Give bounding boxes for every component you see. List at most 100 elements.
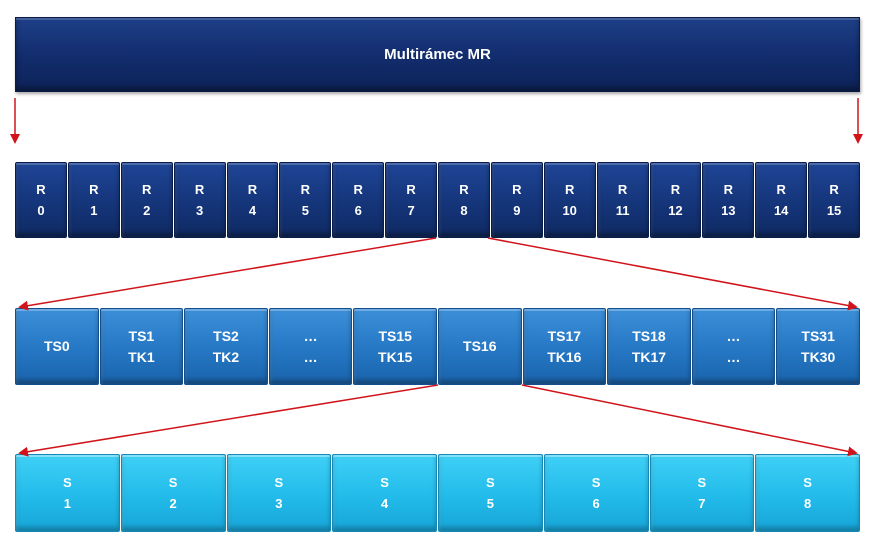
s-slot-label-bottom: 4: [381, 496, 389, 511]
s-slot-label-top: S: [380, 475, 389, 490]
r-frame-11: R 11: [596, 162, 649, 238]
time-slot-label-bottom: TK16: [547, 348, 582, 365]
r-frame-label-top: R: [776, 182, 786, 197]
r-frame-label-top: R: [829, 182, 839, 197]
r-frame-10: R 10: [543, 162, 596, 238]
r-frame-label-bottom: 9: [513, 203, 521, 218]
s-slot-label-bottom: 2: [169, 496, 177, 511]
r-frame-label-top: R: [300, 182, 310, 197]
s-slot-label-top: S: [168, 475, 178, 490]
time-slot-label-top: TS0: [43, 338, 70, 354]
r-frame-label-bottom: 12: [668, 203, 683, 218]
s-slot-label-bottom: 8: [804, 496, 812, 511]
time-slot-label-top: TS17: [547, 327, 582, 344]
r-frame-label-top: R: [36, 182, 46, 197]
time-slot-5: TS16: [437, 308, 522, 385]
s-slot-label-bottom: 3: [275, 496, 283, 511]
s-slot-label-top: S: [63, 475, 72, 490]
time-slot-label-bottom: TK30: [801, 348, 836, 365]
r-frame-13: R 13: [702, 162, 755, 238]
s-slot-label-top: S: [591, 475, 601, 490]
time-slot-label-top: …: [303, 327, 318, 344]
r-frame-label-bottom: 10: [562, 203, 577, 218]
time-slot-label-top: TS16: [463, 338, 497, 354]
time-slot-label-top: TS15: [378, 327, 412, 344]
r-frame-label-top: R: [723, 182, 733, 197]
time-slot-label-top: TS2: [213, 327, 239, 344]
r-frame-label-top: R: [512, 182, 522, 197]
s-slot-label-bottom: 5: [486, 496, 494, 511]
r-frame-label-top: R: [670, 182, 681, 197]
r-frame-label-bottom: 1: [90, 203, 98, 218]
time-slot-0: TS0: [15, 308, 99, 385]
arrow-ts16-to-s-left: [18, 384, 439, 457]
r-frame-label-bottom: 0: [37, 203, 45, 218]
s-slot-label-top: S: [486, 475, 495, 490]
time-slot-label-top: …: [726, 327, 741, 344]
r-frame-label-top: R: [141, 182, 152, 197]
s-slot-label-top: S: [274, 475, 284, 490]
r-frame-label-bottom: 2: [143, 203, 151, 218]
time-slot-label-bottom: TK2: [212, 348, 240, 365]
arrow-r8-to-ts-left: [18, 237, 437, 311]
r-frame-label-bottom: 7: [407, 203, 415, 218]
r-frame-label-top: R: [194, 182, 205, 197]
r-frame-label-top: R: [459, 182, 469, 197]
multiframe-bar: Multirámec MR: [15, 17, 860, 92]
r-frame-label-top: R: [353, 182, 363, 197]
r-frame-12: R 12: [649, 162, 702, 238]
r-frame-label-top: R: [247, 182, 258, 197]
r-frame-label-top: R: [617, 182, 628, 197]
multiframe-title: Multirámec MR: [384, 46, 491, 63]
time-slot-label-bottom: TK1: [128, 348, 155, 365]
r-frame-label-top: R: [564, 182, 575, 197]
s-slot-label-top: S: [697, 475, 707, 490]
r-frame-label-bottom: 13: [721, 203, 736, 218]
time-slot-3: ……: [268, 308, 353, 385]
s-slot-label-bottom: 6: [592, 496, 600, 511]
r-frame-label-bottom: 15: [826, 203, 842, 218]
s-slot-label-bottom: 7: [698, 496, 706, 511]
s-slot-label-top: S: [803, 475, 812, 490]
r-frame-14: R 14: [755, 162, 808, 238]
s-slot-label-bottom: 1: [63, 496, 71, 511]
r-frame-label-bottom: 5: [301, 203, 309, 218]
r-frame-15: R 15: [808, 162, 860, 238]
time-slot-label-bottom: …: [726, 348, 741, 365]
arrow-ts16-to-s-right: [521, 384, 858, 457]
time-slot-8: ……: [691, 308, 776, 385]
r-frame-label-top: R: [406, 182, 416, 197]
r-frame-label-bottom: 8: [460, 203, 468, 218]
time-slot-label-top: TS1: [128, 327, 155, 344]
time-slot-label-bottom: TK17: [631, 348, 667, 365]
r-frame-label-bottom: 14: [773, 203, 789, 218]
r-frame-label-bottom: 11: [615, 203, 630, 218]
time-slot-label-top: TS18: [632, 327, 666, 344]
r-frame-label-bottom: 3: [195, 203, 204, 218]
time-slot-label-bottom: …: [303, 348, 318, 365]
